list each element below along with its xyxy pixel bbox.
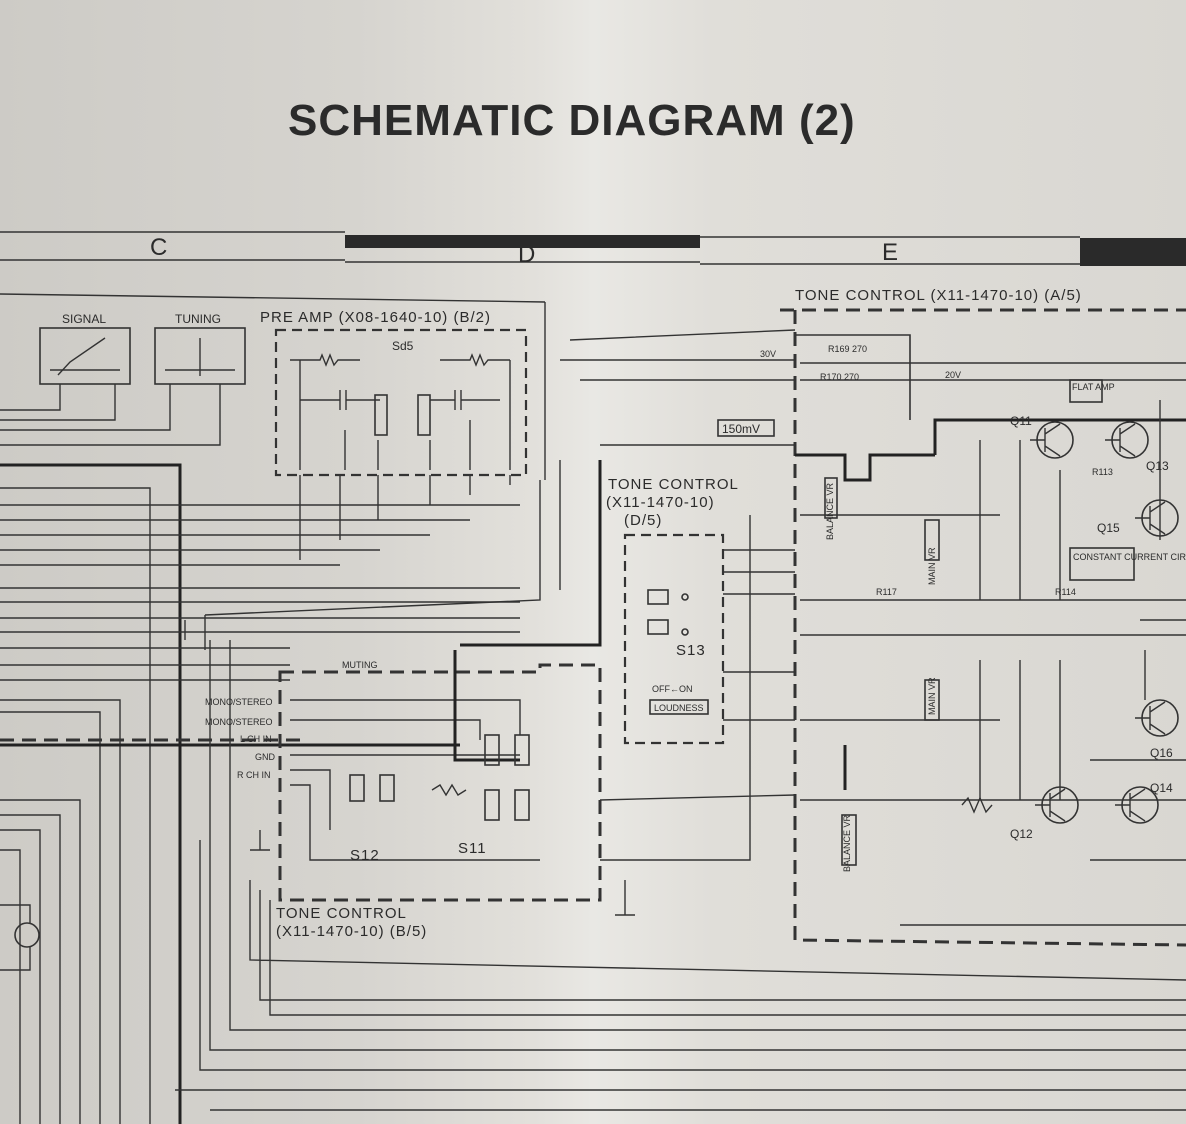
transistor-q15: Q15 xyxy=(1097,499,1179,537)
signal-meter: SIGNAL xyxy=(39,312,131,385)
q13-label: Q13 xyxy=(1146,459,1169,473)
level-tag-text: 150mV xyxy=(722,422,760,436)
transistor-q14: Q14 xyxy=(1115,781,1173,824)
transistor-q11: Q11 xyxy=(1010,414,1074,459)
main-vr-bottom: MAIN VR xyxy=(927,677,937,715)
tone-control-d5: TONE CONTROL (X11-1470-10) (D/5) S13 OFF… xyxy=(560,329,796,861)
v30-label: 30V xyxy=(760,349,776,359)
q14-label: Q14 xyxy=(1150,781,1173,795)
loudness-tag xyxy=(649,699,709,715)
pre-amp-label: PRE AMP (X08-1640-10) (B/2) xyxy=(260,309,491,326)
s11-label: S11 xyxy=(458,840,487,857)
s13-label: S13 xyxy=(676,642,706,659)
mono-stereo-label-2: MONO/STEREO xyxy=(205,717,273,727)
tone-control-a5: TONE CONTROL (X11-1470-10) (A/5) 30V R16… xyxy=(760,287,1186,947)
mono-stereo-label-1: MONO/STEREO xyxy=(205,697,273,707)
band-label-d: D xyxy=(518,241,535,268)
off-on-label: OFF←ON xyxy=(652,684,693,694)
tone-b5-label-1: TONE CONTROL xyxy=(276,905,407,922)
tone-d5-label-2: (X11-1470-10) xyxy=(606,494,715,511)
page-title: SCHEMATIC DIAGRAM (2) xyxy=(288,96,856,145)
flat-amp-label: FLAT AMP xyxy=(1072,382,1115,392)
tone-b5-label-2: (X11-1470-10) (B/5) xyxy=(276,923,427,940)
left-wiring xyxy=(0,463,1186,1124)
tone-a5-label: TONE CONTROL (X11-1470-10) (A/5) xyxy=(795,287,1082,304)
signal-meter-label: SIGNAL xyxy=(62,312,106,326)
transistor-q16: Q16 xyxy=(1135,699,1179,760)
tone-d5-label-1: TONE CONTROL xyxy=(608,476,739,493)
tuning-meter: TUNING xyxy=(154,312,246,385)
tuning-meter-label: TUNING xyxy=(175,312,221,326)
q12-label: Q12 xyxy=(1010,827,1033,841)
r114-label: R114 xyxy=(1055,587,1076,597)
pre-amp-switch-label: Sd5 xyxy=(392,339,414,353)
q11-label: Q11 xyxy=(1010,414,1032,428)
balance-vr-top: BALANCE VR xyxy=(825,482,835,540)
r169-label: R169 270 xyxy=(828,344,867,354)
main-vr-top: MAIN VR xyxy=(927,547,937,585)
band-label-e: E xyxy=(882,239,898,266)
r117-label: R117 xyxy=(876,587,897,597)
transistor-q12: Q12 xyxy=(1010,786,1079,841)
pre-amp-block: PRE AMP (X08-1640-10) (B/2) Sd5 xyxy=(260,309,528,477)
loudness-label: LOUDNESS xyxy=(654,703,704,713)
band-label-c: C xyxy=(150,234,167,261)
top-bus-line xyxy=(0,293,546,303)
muting-label: MUTING xyxy=(342,660,378,670)
transistor-q13: Q13 xyxy=(1105,421,1169,473)
r170-label: R170 270 xyxy=(820,372,859,382)
r-ch-in-label: R CH IN xyxy=(237,770,271,780)
level-tag xyxy=(717,419,775,437)
gnd-label: GND xyxy=(255,752,276,762)
r113-label: R113 xyxy=(1092,467,1113,477)
q15-label: Q15 xyxy=(1097,521,1120,535)
column-bands: C D E xyxy=(0,231,1186,268)
balance-vr-bottom: BALANCE VR xyxy=(842,814,852,872)
constant-current-label: CONSTANT CURRENT CIRCUIT xyxy=(1073,552,1186,562)
v20-label: 20V xyxy=(945,370,961,380)
q16-label: Q16 xyxy=(1150,746,1173,760)
l-ch-in-label: L CH IN xyxy=(240,734,272,744)
tone-control-b5: TONE CONTROL (X11-1470-10) (B/5) MUTING … xyxy=(205,460,635,940)
s12-label: S12 xyxy=(350,847,380,864)
tone-d5-label-3: (D/5) xyxy=(624,512,662,529)
